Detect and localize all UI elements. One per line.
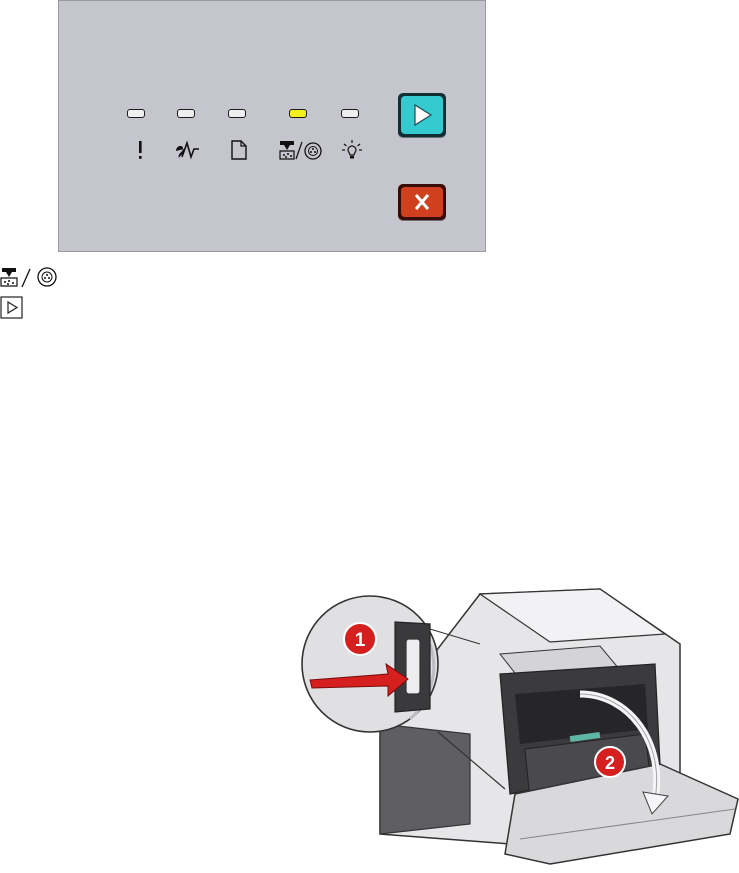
ready-icon [340, 139, 364, 161]
callout-1-badge: 1 [344, 623, 376, 655]
continue-button[interactable] [398, 93, 446, 137]
printer-open-front-door-illustration: 1 2 [300, 584, 739, 869]
callout-1-label: 1 [355, 630, 366, 651]
load-paper-light [228, 109, 246, 118]
callout-2-badge: 2 [595, 747, 625, 777]
toner-photoconductor-light [289, 109, 307, 118]
exclamation-icon [129, 139, 153, 161]
toner-photoconductor-legend-icon [0, 266, 62, 292]
paper-jam-icon [173, 139, 203, 161]
stop-button[interactable] [398, 184, 446, 220]
error-light [127, 109, 145, 118]
toner-photoconductor-icon [278, 139, 324, 161]
callout-2-label: 2 [605, 753, 615, 773]
printer-control-panel [58, 0, 486, 252]
play-icon [401, 96, 443, 134]
x-icon [401, 187, 443, 217]
continue-legend-icon [0, 296, 24, 324]
ready-light [341, 109, 359, 118]
paper-icon [227, 139, 251, 161]
paper-jam-light [177, 109, 195, 118]
